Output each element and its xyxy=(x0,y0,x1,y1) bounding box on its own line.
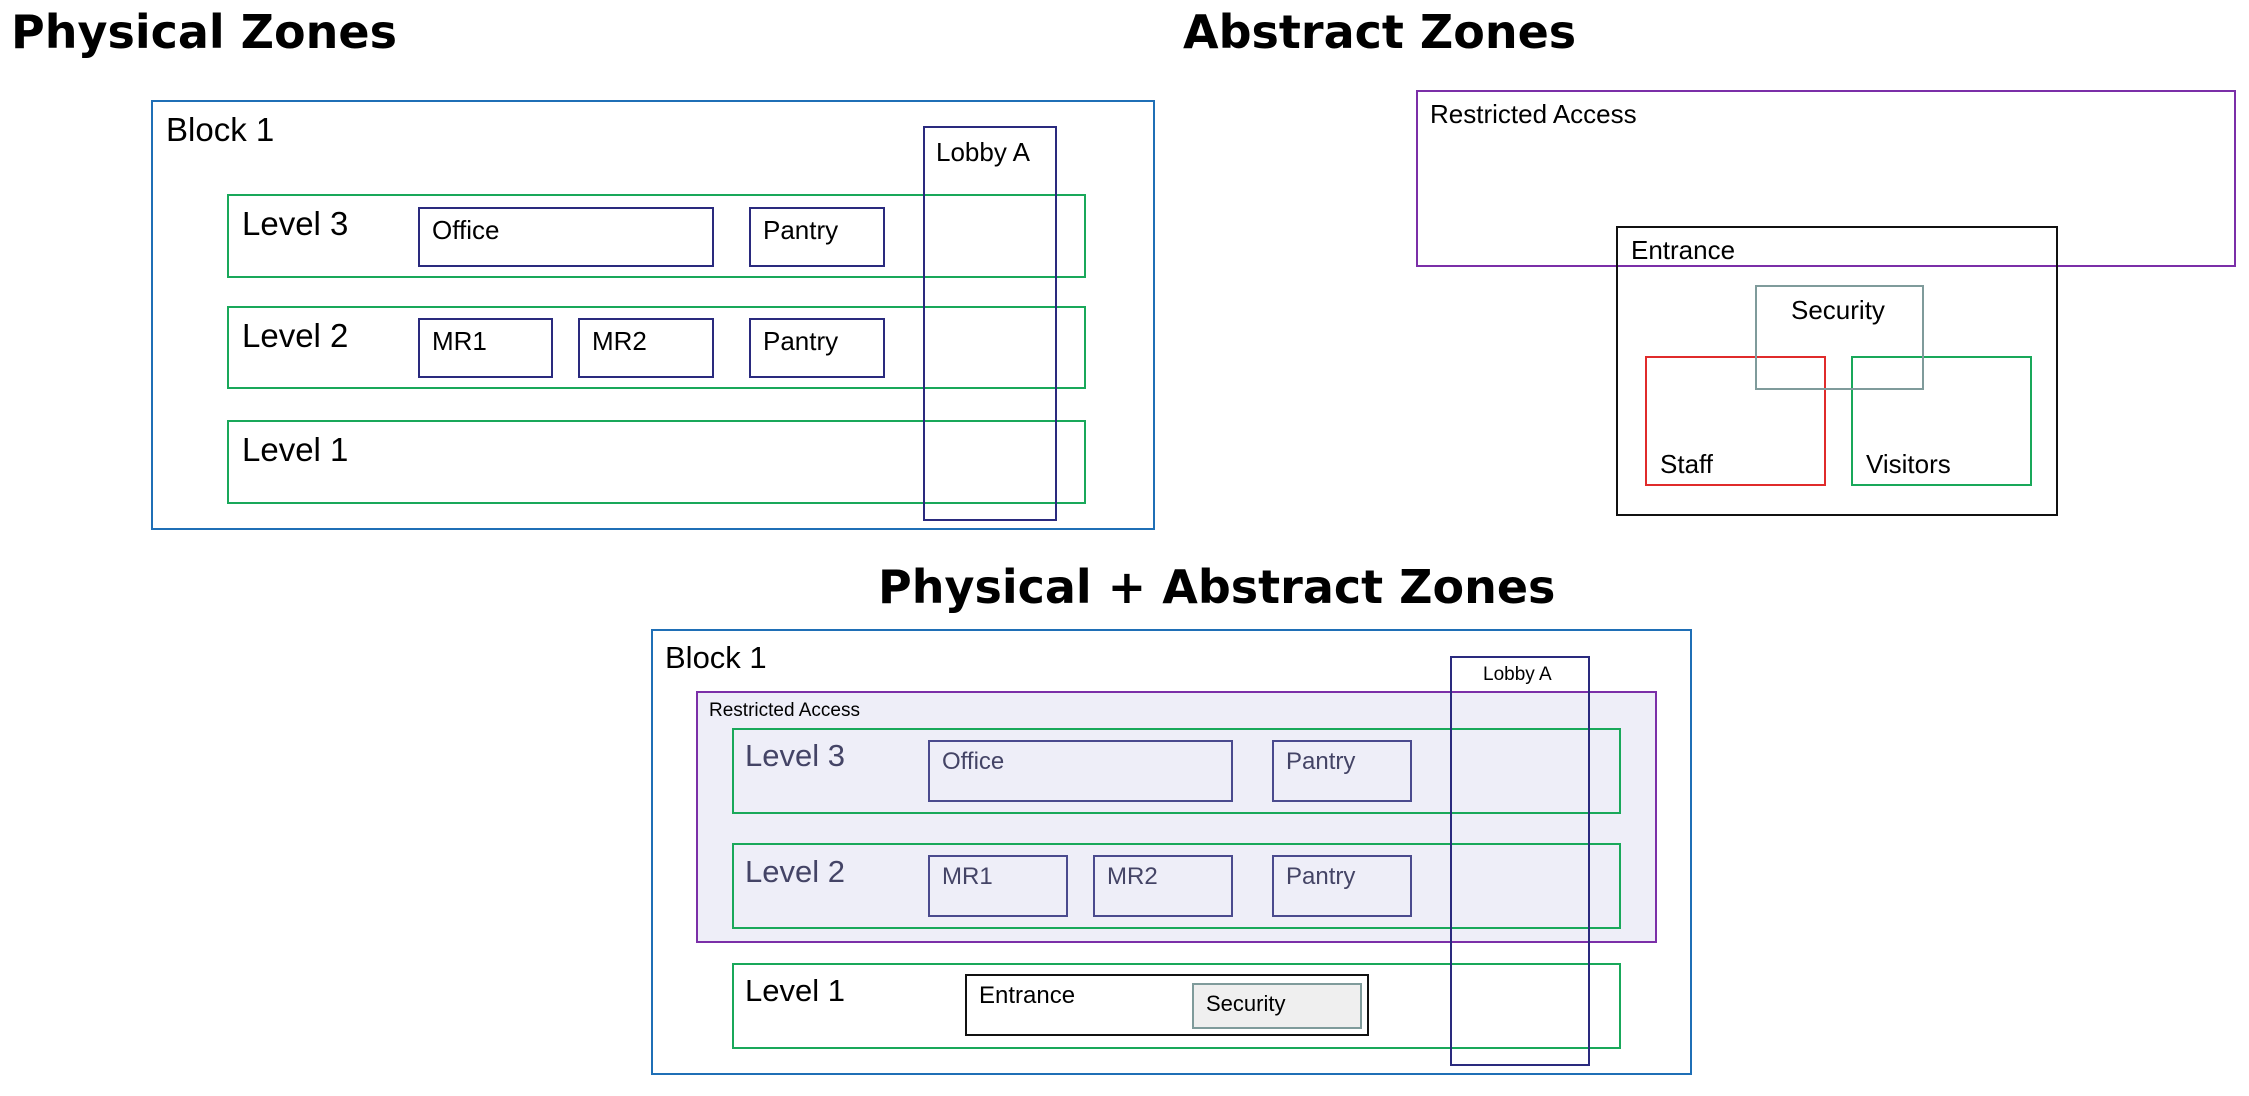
combined-mr1-room xyxy=(928,855,1068,917)
entrance-label: Entrance xyxy=(1631,235,1736,265)
combined-level-1-zone xyxy=(732,963,1621,1049)
visitors-zone xyxy=(1851,356,2032,486)
combined-lobby-label: Lobby A xyxy=(1483,664,1552,685)
mr2-label: MR2 xyxy=(592,326,647,356)
level-3-zone xyxy=(227,194,1086,278)
combined-entrance-zone xyxy=(965,974,1369,1036)
combined-office-label: Office xyxy=(942,748,1005,775)
combined-block-zone xyxy=(651,629,1692,1075)
combined-block-label: Block 1 xyxy=(665,640,767,675)
combined-zones-heading: Physical + Abstract Zones xyxy=(878,560,1556,614)
level-3-label: Level 3 xyxy=(242,205,349,242)
combined-mr2-room xyxy=(1093,855,1233,917)
office-room xyxy=(418,207,714,267)
office-label: Office xyxy=(432,215,500,245)
combined-office-room xyxy=(928,740,1233,802)
block-label: Block 1 xyxy=(166,111,275,148)
combined-pantry-room-level-2 xyxy=(1272,855,1412,917)
mr2-room xyxy=(578,318,714,378)
security-label: Security xyxy=(1791,295,1885,325)
combined-mr2-label: MR2 xyxy=(1107,863,1158,890)
combined-restricted-access-zone xyxy=(696,691,1657,943)
level-2-label: Level 2 xyxy=(242,317,349,354)
pantry-label-level-3: Pantry xyxy=(763,215,839,245)
combined-level-2-label: Level 2 xyxy=(745,854,845,889)
mr1-room xyxy=(418,318,553,378)
restricted-access-zone xyxy=(1416,90,2236,267)
level-1-zone xyxy=(227,420,1086,504)
restricted-access-label: Restricted Access xyxy=(1430,99,1637,129)
pantry-room-level-2 xyxy=(749,318,885,378)
pantry-label-level-2: Pantry xyxy=(763,326,839,356)
security-zone xyxy=(1755,285,1924,390)
combined-level-3-label: Level 3 xyxy=(745,738,845,773)
abstract-zones-heading: Abstract Zones xyxy=(1183,5,1577,59)
combined-entrance-label: Entrance xyxy=(979,982,1076,1009)
combined-security-label: Security xyxy=(1206,991,1286,1016)
combined-level-3-zone xyxy=(732,728,1621,814)
lobby-label: Lobby A xyxy=(936,137,1030,167)
mr1-label: MR1 xyxy=(432,326,487,356)
combined-level-2-zone xyxy=(732,843,1621,929)
combined-level-1-label: Level 1 xyxy=(745,973,845,1008)
combined-lobby-zone xyxy=(1450,656,1590,1066)
block-zone xyxy=(151,100,1155,530)
visitors-label: Visitors xyxy=(1866,449,1951,479)
combined-mr1-label: MR1 xyxy=(942,863,993,890)
combined-security-zone xyxy=(1192,983,1362,1029)
physical-zones-heading: Physical Zones xyxy=(11,5,397,59)
entrance-zone xyxy=(1616,226,2058,516)
combined-pantry-room-level-3 xyxy=(1272,740,1412,802)
lobby-zone xyxy=(923,126,1057,521)
combined-pantry-label-level-2: Pantry xyxy=(1286,863,1356,890)
staff-zone xyxy=(1645,356,1826,486)
staff-label: Staff xyxy=(1660,449,1714,479)
pantry-room-level-3 xyxy=(749,207,885,267)
combined-pantry-label-level-3: Pantry xyxy=(1286,748,1356,775)
level-1-label: Level 1 xyxy=(242,431,349,468)
combined-restricted-access-label: Restricted Access xyxy=(709,700,860,721)
level-2-zone xyxy=(227,306,1086,389)
